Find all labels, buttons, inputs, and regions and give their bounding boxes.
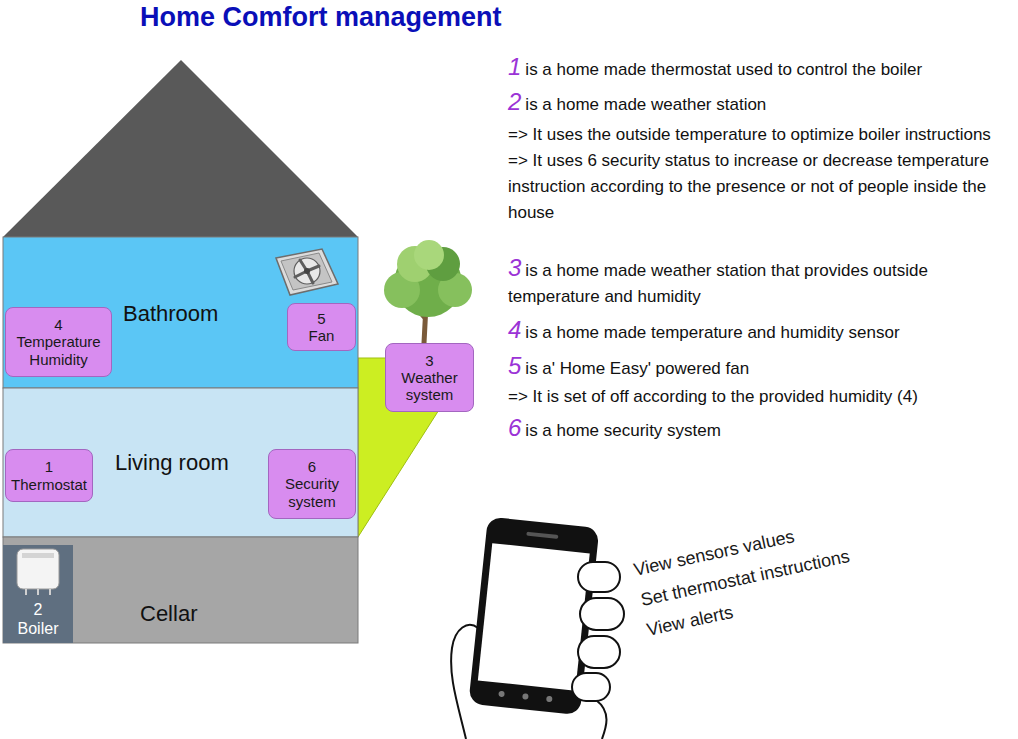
callout-number: 2 [34, 600, 43, 619]
garden [358, 358, 472, 537]
note-paragraph: 2is a home made weather station [508, 90, 1010, 118]
room-name: Living room [115, 450, 229, 476]
room-name: Bathroom [123, 301, 218, 327]
sensor-box: 4Temperature Humidity [5, 307, 112, 377]
note-text: => It is set of off according to the pro… [508, 387, 918, 406]
note-paragraph: 1is a home made thermostat used to contr… [508, 55, 1010, 83]
callout-number: 3 [508, 254, 521, 281]
weather-box: 3Weather system [385, 343, 474, 412]
thermostat-box: 1Thermostat [5, 449, 93, 502]
note-paragraph: 3is a home made weather station that pro… [508, 256, 1010, 310]
fan-icon [276, 249, 338, 295]
device-label: Fan [309, 327, 335, 344]
page-title: Home Comfort management [140, 2, 502, 33]
callout-number: 4 [54, 316, 62, 333]
hand-wrist [596, 700, 607, 739]
fan-box: 5Fan [287, 303, 356, 351]
hand-finger [580, 598, 624, 630]
room-name: Cellar [140, 601, 197, 627]
callout-number: 3 [425, 352, 433, 369]
phone-button [546, 696, 553, 703]
fan-rotor [294, 258, 320, 284]
boiler-box: 2Boiler [3, 545, 73, 643]
bathroom-floor [3, 237, 358, 388]
note-paragraph: 5is a' Home Easy' powered fan [508, 354, 1010, 382]
device-label: Weather system [390, 369, 469, 404]
note-paragraph: => It uses the outside temperature to op… [508, 122, 1010, 148]
phone-speaker [526, 532, 558, 539]
callout-number: 2 [508, 88, 521, 115]
fan-grille [281, 253, 332, 290]
hand-finger [578, 636, 620, 668]
device-label: Boiler [18, 619, 59, 638]
callout-number: 5 [508, 352, 521, 379]
fan-hub [304, 268, 310, 274]
callout-number: 1 [45, 458, 53, 475]
phone-screen [478, 543, 590, 690]
room-band: Bathroom 4Temperature Humidity 5Fan [3, 237, 358, 388]
roof [3, 60, 358, 237]
security-box: 6Security system [268, 449, 356, 519]
note-text: => It uses 6 security status to increase… [508, 151, 989, 222]
hand-finger [572, 673, 610, 701]
boiler-detail [22, 553, 54, 558]
device-label: Thermostat [11, 476, 87, 493]
phone-feature: View alerts [645, 602, 735, 641]
note-paragraph: 4is a home made temperature and humidity… [508, 318, 1010, 346]
fan-blades [295, 260, 319, 283]
phone-button [522, 693, 529, 700]
note-text: => It uses the outside temperature to op… [508, 125, 991, 144]
living-room-floor [3, 388, 358, 537]
note-text: is a' Home Easy' powered fan [525, 359, 749, 378]
boiler-body [17, 549, 59, 589]
callout-number: 4 [508, 316, 521, 343]
note-paragraph: 6is a home security system [508, 416, 1010, 444]
notes-column: 1is a home made thermostat used to contr… [508, 0, 1010, 444]
boiler-pipes [26, 589, 50, 595]
device-label: Temperature Humidity [10, 333, 107, 368]
callout-number: 6 [508, 414, 521, 441]
hand-finger [578, 562, 620, 592]
room-band: Cellar 2Boiler [3, 537, 358, 643]
callout-number: 6 [308, 458, 316, 475]
phone-button [498, 691, 505, 698]
tree-crown [414, 240, 444, 270]
device-label: Security system [273, 475, 351, 510]
note-text: is a home made weather station [525, 95, 766, 114]
note-text: is a home made weather station that prov… [508, 261, 928, 306]
callout-number: 5 [317, 310, 325, 327]
callout-number: 1 [508, 53, 521, 80]
boiler-panel [3, 545, 73, 643]
room-band: Living room 1Thermostat 6Security system [3, 388, 358, 537]
note-text: is a home made temperature and humidity … [525, 323, 899, 342]
note-paragraph: => It is set of off according to the pro… [508, 384, 1010, 410]
note-text: is a home security system [525, 421, 721, 440]
note-text: is a home made thermostat used to contro… [525, 60, 922, 79]
note-paragraph: => It uses 6 security status to increase… [508, 148, 1010, 226]
cellar-floor [3, 537, 358, 643]
